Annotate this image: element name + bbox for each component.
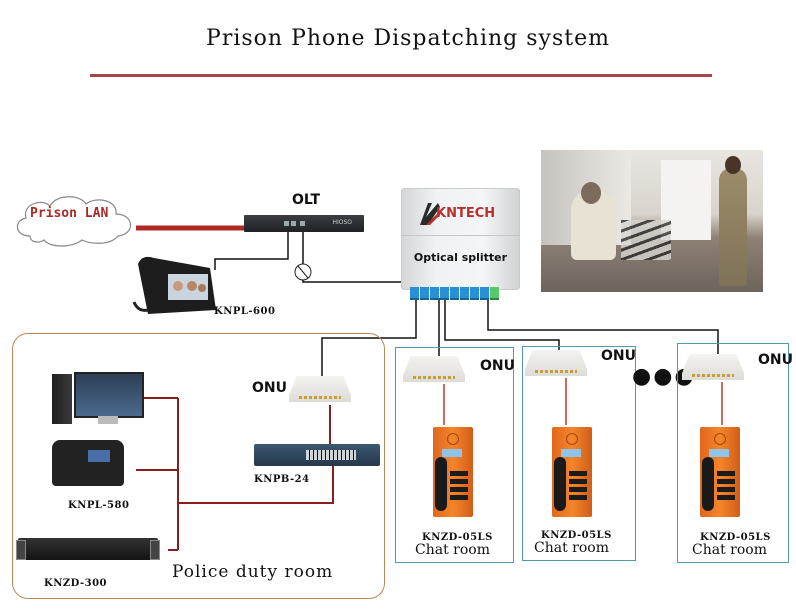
optical-splitter: KNTECH Optical splitter — [401, 188, 520, 290]
cloud-icon — [16, 196, 132, 247]
jail-phone-icon-1 — [433, 427, 473, 517]
server-label: KNZD-300 — [44, 578, 108, 589]
poe-switch-icon — [254, 444, 380, 466]
pc-tower-icon — [52, 374, 72, 424]
kntech-logo-icon — [420, 203, 440, 225]
chat-onu-label-1: ONU — [480, 358, 515, 374]
chat-onu-label-2: ONU — [601, 348, 636, 364]
chat-room-label-2: Chat room — [534, 540, 609, 556]
chat-onu-label-3: ONU — [758, 352, 793, 368]
chat-phone-model-1: KNZD-05LS — [422, 532, 493, 543]
jail-phone-icon-3 — [700, 427, 740, 517]
visitation-photo — [541, 150, 763, 292]
police-room-label: Police duty room — [172, 562, 334, 582]
chat-room-label-1: Chat room — [415, 542, 490, 558]
olt-splitter-fiber — [302, 228, 401, 283]
video-phone-icon — [132, 256, 216, 314]
splitter-label: Optical splitter — [413, 251, 508, 264]
olt-videophone-link — [214, 228, 289, 270]
police-onu-label: ONU — [252, 380, 287, 396]
chat-room-label-3: Chat room — [692, 542, 767, 558]
chat-onu-device-3 — [682, 354, 744, 380]
police-duty-room-box — [12, 333, 385, 599]
prison-lan-label: Prison LAN — [30, 206, 109, 221]
chat-room-box-1 — [395, 347, 514, 563]
chat-room-box-3 — [677, 343, 789, 563]
splitter-ports — [410, 287, 499, 300]
police-onu-device — [289, 376, 351, 402]
chat-room-box-2 — [522, 346, 636, 561]
olt-brand: HIOSO — [332, 219, 352, 226]
splitter-chat2-fiber — [444, 298, 560, 358]
ip-phone-label: KNPL-580 — [68, 500, 130, 511]
dispatch-monitor-icon — [74, 372, 144, 418]
video-phone-label: KNPL-600 — [214, 306, 276, 317]
chat-phone-model-2: KNZD-05LS — [541, 530, 612, 541]
switch-label: KNPB-24 — [254, 474, 310, 485]
jail-phone-icon-2 — [552, 427, 592, 517]
chat-phone-model-3: KNZD-05LS — [700, 532, 771, 543]
title-divider — [90, 74, 712, 77]
monitor-stand — [98, 416, 118, 424]
chat-onu-device-1 — [403, 356, 465, 382]
server-rack-icon — [16, 538, 160, 560]
olt-device: HIOSO — [244, 215, 364, 232]
splitter-brand: KNTECH — [436, 206, 496, 221]
diagram-title: Prison Phone Dispatching system — [206, 26, 610, 51]
olt-label: OLT — [292, 192, 321, 208]
switch-bus-link — [178, 466, 334, 504]
chat-onu-device-2 — [525, 350, 587, 376]
splitter-chat3-fiber — [487, 298, 719, 358]
ip-phone-icon — [52, 440, 124, 486]
